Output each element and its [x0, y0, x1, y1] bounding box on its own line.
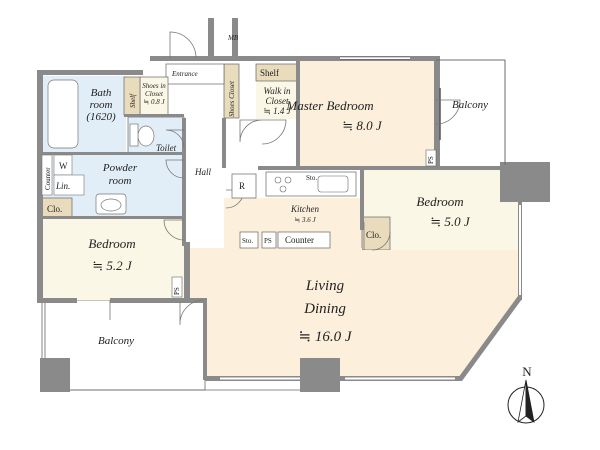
ps-kitchen-box — [261, 231, 277, 249]
toilet-label: Toilet — [156, 143, 177, 153]
bathroom-label-2: room — [90, 99, 113, 111]
balcony-bottom-label: Balcony — [98, 335, 134, 347]
kitchen-label: Kitchen — [290, 204, 319, 214]
ps-left-box — [171, 276, 183, 298]
dining-label: Dining — [303, 301, 346, 317]
entrance-label: Entrance — [171, 70, 198, 78]
north-label: N — [522, 364, 532, 379]
shoes-in-closet-size: ≒ 0.8 J — [143, 98, 165, 106]
lin-label: Lin. — [55, 181, 70, 191]
r-label: R — [239, 181, 245, 191]
living-dining-floor — [190, 248, 518, 378]
wic-size: ≒ 1.4 J — [263, 106, 291, 116]
clo-right-label: Clo. — [366, 230, 381, 240]
shoes-closet-label: Shoes Closet — [228, 80, 236, 117]
wic-label-2: Closet — [265, 96, 289, 106]
kitchen-size: ≒ 3.6 J — [294, 216, 316, 224]
balcony-top-floor — [435, 59, 506, 171]
toilet-fixture — [137, 125, 155, 147]
living-dining-size: ≒ 16.0 J — [299, 329, 353, 345]
bedroom-right-floor — [362, 170, 518, 250]
hall-floor — [184, 120, 224, 240]
powder-room-label-1: Powder — [102, 162, 138, 174]
counter-kitchen-label: Counter — [285, 235, 314, 245]
wic-shelf-label: Shelf — [260, 68, 279, 78]
bedroom-right-size: ≒ 5.0 J — [430, 214, 471, 229]
counter-left-box — [41, 154, 53, 196]
master-bedroom-label: Master Bedroom — [285, 98, 373, 113]
master-bedroom-floor — [298, 60, 436, 170]
hall-label: Hall — [194, 167, 212, 177]
fridge-box — [231, 173, 257, 199]
ps-kitchen-label: PS — [264, 237, 272, 245]
bathtub — [47, 79, 79, 149]
powder-room-label-2: room — [109, 175, 132, 187]
sto-kitchen-label: Sto. — [306, 174, 317, 182]
counter-kitchen-box — [277, 231, 331, 249]
master-bedroom-size: ≒ 8.0 J — [342, 118, 383, 133]
bathroom-label-3: (1620) — [86, 111, 116, 123]
shoes-in-closet-label-2: Closet — [145, 90, 164, 98]
bedroom-right-label: Bedroom — [416, 194, 463, 209]
north-compass: N — [507, 364, 545, 424]
bedroom-left-label: Bedroom — [88, 236, 135, 251]
shoes-closet-floor — [223, 63, 240, 119]
balcony-top-label: Balcony — [452, 99, 488, 111]
bath-shelf-label: Shelf — [129, 93, 137, 108]
bedroom-left-floor — [42, 218, 184, 300]
compass-needle-left-icon — [517, 379, 527, 423]
ps-right-box — [425, 149, 437, 167]
bathroom-label-1: Bath — [91, 87, 112, 99]
counter-left-label: Counter — [44, 167, 52, 190]
shoes-in-closet-label-1: Shoes in — [142, 82, 166, 90]
entrance-floor — [165, 63, 225, 85]
sto-counter-label: Sto. — [242, 237, 253, 245]
sto-counter-box — [239, 231, 259, 249]
bedroom-left-size: ≒ 5.2 J — [92, 258, 133, 273]
shoes-in-closet-floor — [139, 76, 169, 116]
wic-label-1: Walk in — [264, 86, 291, 96]
compass-needle-right-icon — [525, 379, 535, 423]
ps-left-label: PS — [173, 287, 181, 295]
doors — [109, 31, 461, 326]
linen-box — [53, 174, 85, 196]
ps-right-label: PS — [427, 156, 435, 164]
clo-left-label: Clo. — [47, 204, 62, 214]
mb-label: MB — [227, 34, 239, 42]
w-label: W — [59, 161, 68, 171]
living-label: Living — [305, 278, 345, 294]
